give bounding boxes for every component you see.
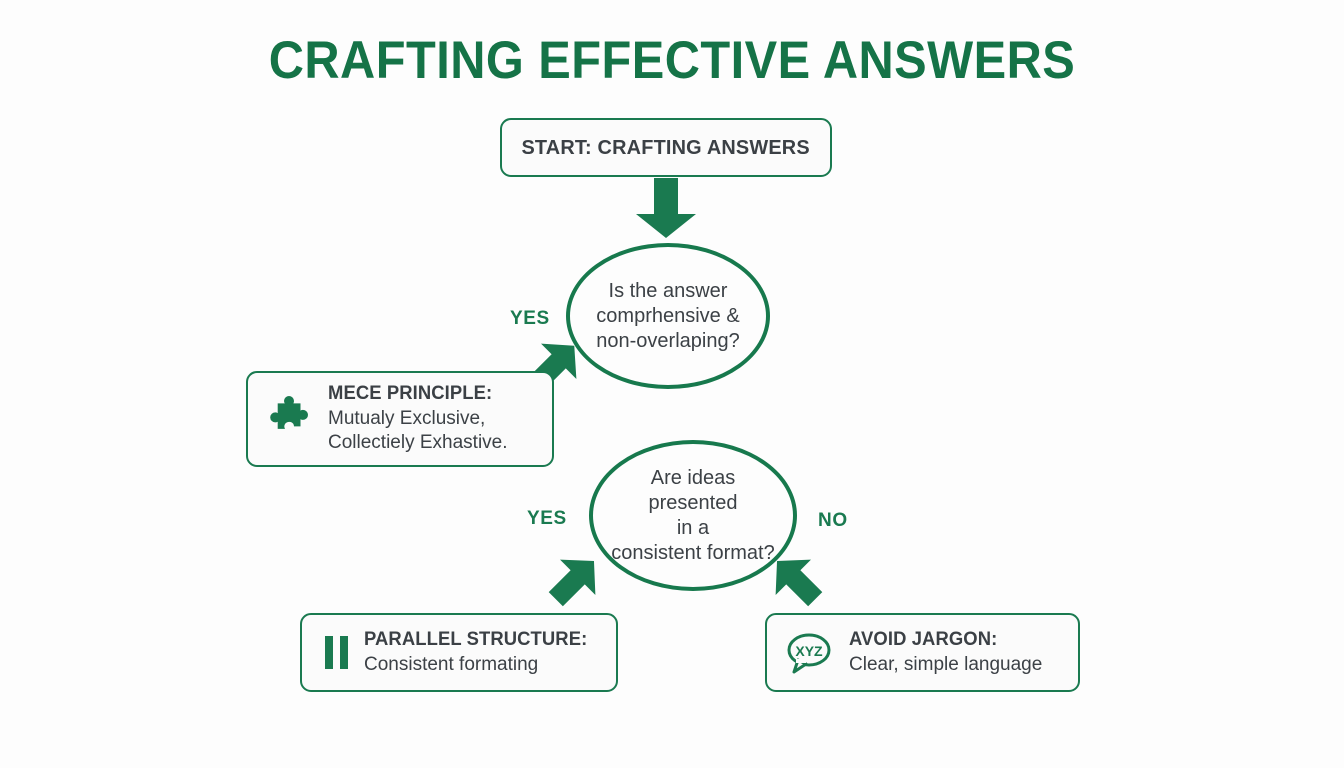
- flow-node-parallel-structure[interactable]: PARALLEL STRUCTURE: Consistent formating: [300, 613, 618, 692]
- flow-node-start[interactable]: START: CRAFTING ANSWERS: [500, 118, 832, 177]
- jargon-title: AVOID JARGON:: [849, 628, 998, 650]
- parallel-text-block: PARALLEL STRUCTURE: Consistent formating: [364, 628, 594, 677]
- decision-node-1[interactable]: Is the answer comprhensive & non-overlap…: [566, 243, 770, 389]
- branch-label-yes-2: YES: [527, 508, 567, 529]
- mece-description-line-2: Collectiely Exhastive.: [328, 432, 508, 454]
- speech-bubble-icon-text: XYZ: [795, 643, 823, 659]
- arrow-diagonal-decision2-to-jargon: [775, 559, 823, 607]
- mece-description-line-1: Mutualy Exclusive,: [328, 407, 486, 429]
- jargon-text-block: AVOID JARGON: Clear, simple language: [849, 628, 1042, 677]
- jargon-description-line-1: Clear, simple language: [849, 653, 1043, 675]
- puzzle-piece-icon: [270, 396, 308, 429]
- start-node-label: START: CRAFTING ANSWERS: [521, 135, 811, 159]
- flow-node-mece[interactable]: MECE PRINCIPLE: Mutualy Exclusive, Colle…: [246, 371, 554, 467]
- mece-text-block: MECE PRINCIPLE: Mutualy Exclusive, Colle…: [328, 382, 508, 456]
- branch-label-no-2: NO: [818, 510, 848, 531]
- parallel-description-line-1: Consistent formating: [364, 653, 539, 675]
- decision-2-question: Are ideas presented in a consistent form…: [611, 466, 775, 564]
- speech-bubble-xyz-icon: XYZ: [787, 633, 831, 673]
- flow-node-avoid-jargon[interactable]: XYZ AVOID JARGON: Clear, simple language: [765, 613, 1080, 692]
- parallel-bars-icon: [320, 636, 348, 669]
- arrow-diagonal-decision2-to-parallel: [548, 559, 596, 607]
- arrow-down-start-to-decision1: [636, 178, 696, 238]
- branch-label-yes-1: YES: [510, 308, 550, 329]
- decision-node-2[interactable]: Are ideas presented in a consistent form…: [589, 440, 797, 591]
- page-title: CRAFTING EFFECTIVE ANSWERS: [268, 31, 1076, 90]
- mece-title: MECE PRINCIPLE:: [328, 382, 493, 404]
- parallel-title: PARALLEL STRUCTURE:: [364, 628, 588, 650]
- decision-1-question: Is the answer comprhensive & non-overlap…: [596, 279, 740, 352]
